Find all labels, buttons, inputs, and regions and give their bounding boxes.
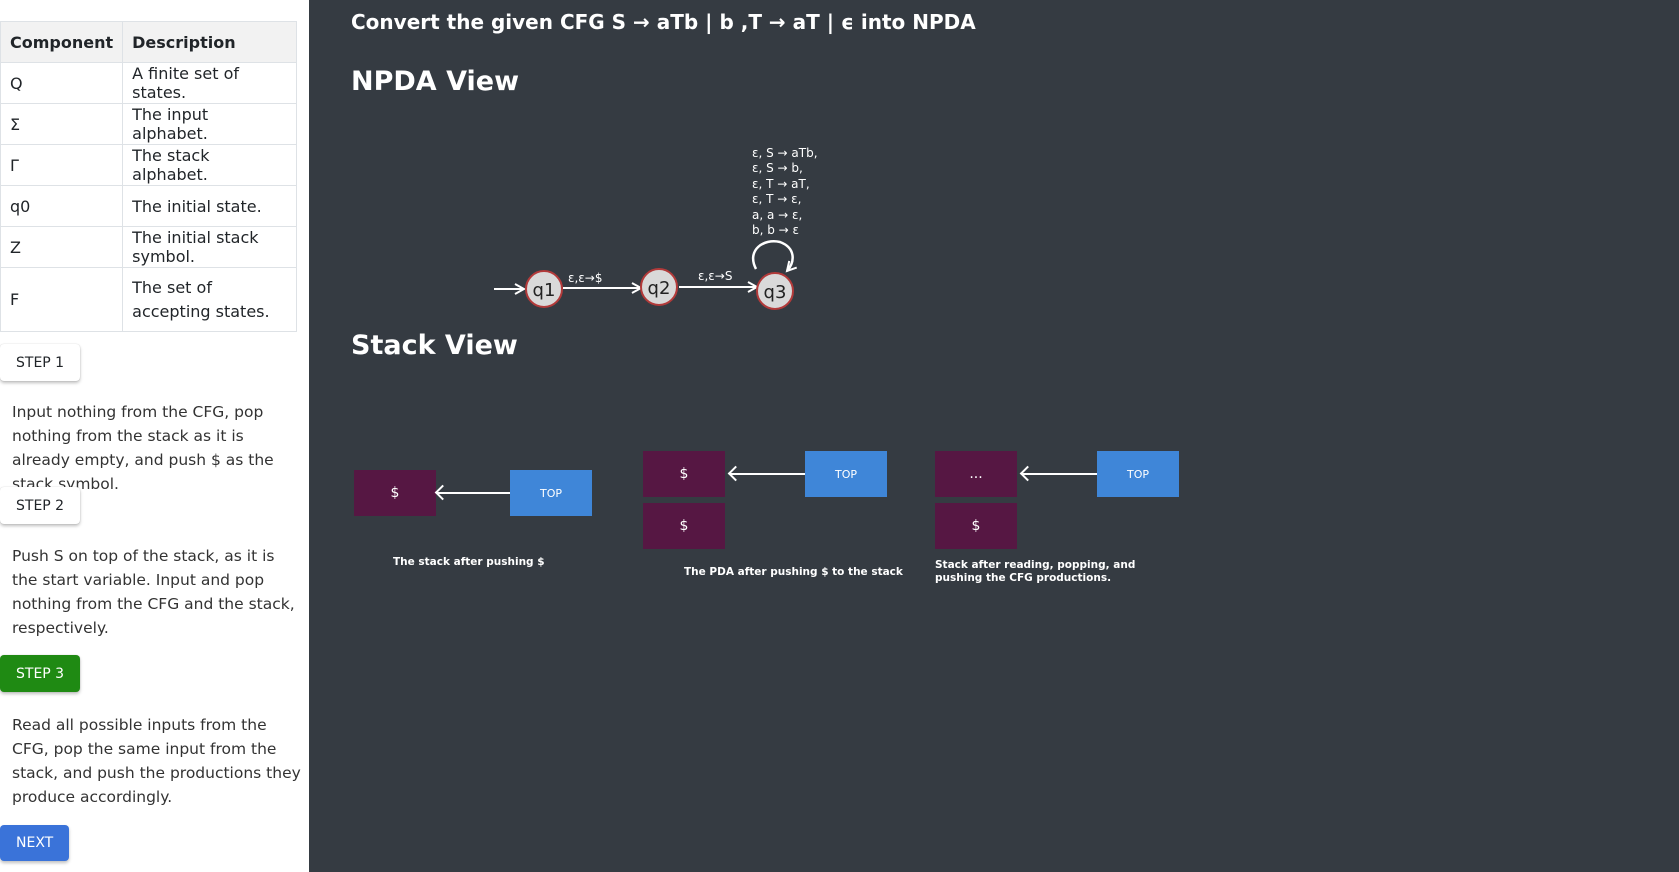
stack-caption: The stack after pushing $ — [393, 556, 545, 568]
state-q3-label: q3 — [764, 282, 787, 303]
top-pointer-arrow — [436, 492, 510, 494]
description-cell: A finite set of states. — [122, 62, 297, 104]
components-table: Component Description Q A finite set of … — [0, 21, 297, 332]
step-3-description: Read all possible inputs from the CFG, p… — [12, 716, 301, 806]
step-2-description: Push S on top of the stack, as it is the… — [12, 547, 295, 637]
state-q2-label: q2 — [648, 278, 671, 299]
step-2-button[interactable]: STEP 2 — [0, 487, 81, 524]
top-pointer-arrow — [729, 473, 805, 475]
table-row: Z The initial stack symbol. — [0, 226, 297, 268]
transition-q1-q2-label: ε,ε→$ — [568, 271, 602, 285]
loop-line: a, a → ε, — [752, 208, 802, 222]
top-pointer-arrow — [1021, 473, 1097, 475]
component-cell: Q — [0, 62, 124, 104]
component-cell: Γ — [0, 144, 124, 186]
stack-view-heading: Stack View — [351, 330, 518, 361]
step-1-description: Input nothing from the CFG, pop nothing … — [12, 403, 274, 493]
table-row: Σ The input alphabet. — [0, 103, 297, 145]
npda-view-heading: NPDA View — [351, 66, 520, 97]
top-label-box: TOP — [510, 470, 592, 516]
self-loop-arrow — [752, 239, 793, 271]
loop-line: ε, T → ε, — [752, 192, 801, 206]
table-row: q0 The initial state. — [0, 185, 297, 227]
stack-cell: $ — [354, 470, 436, 516]
stack-cell: $ — [643, 503, 725, 549]
stack-caption: The PDA after pushing $ to the stack — [684, 566, 903, 578]
description-cell: The set of accepting states. — [122, 267, 297, 332]
transition-q2-q3-label: ε,ε→S — [698, 269, 732, 283]
loop-line: ε, S → aTb, — [752, 146, 818, 160]
stack-cell: ... — [935, 451, 1017, 497]
main-panel: Convert the given CFG S → aTb | b ,T → a… — [309, 0, 1679, 872]
top-label-box: TOP — [805, 451, 887, 497]
loop-line: ε, T → aT, — [752, 177, 810, 191]
column-header-component: Component — [0, 21, 124, 63]
description-cell: The input alphabet. — [122, 103, 297, 145]
table-row: Γ The stack alphabet. — [0, 144, 297, 186]
table-header-row: Component Description — [0, 21, 297, 63]
top-label-box: TOP — [1097, 451, 1179, 497]
component-cell: Z — [0, 226, 124, 268]
component-cell: Σ — [0, 103, 124, 145]
stack-cell: $ — [935, 503, 1017, 549]
table-row: Q A finite set of states. — [0, 62, 297, 104]
column-header-description: Description — [122, 21, 297, 63]
step-3-button[interactable]: STEP 3 — [0, 655, 81, 692]
state-q2: q2 — [640, 268, 678, 306]
table-row: F The set of accepting states. — [0, 267, 297, 332]
loop-label: ε, S → aTb, ε, S → b, ε, T → aT, ε, T → … — [752, 146, 821, 237]
loop-line: ε, S → b, — [752, 161, 803, 175]
stack-cell: $ — [643, 451, 725, 497]
next-button[interactable]: NEXT — [0, 825, 70, 861]
component-cell: F — [0, 267, 124, 332]
stack-caption: Stack after reading, popping, and pushin… — [935, 559, 1136, 584]
description-cell: The stack alphabet. — [122, 144, 297, 186]
state-q1: q1 — [525, 270, 563, 308]
npda-diagram: ε, S → aTb, ε, S → b, ε, T → aT, ε, T → … — [494, 146, 821, 310]
sidebar: Component Description Q A finite set of … — [0, 0, 309, 872]
description-cell: The initial state. — [122, 185, 297, 227]
loop-line: b, b → ε — [752, 223, 799, 237]
step-1-button[interactable]: STEP 1 — [0, 344, 81, 381]
state-q1-label: q1 — [533, 280, 556, 301]
description-cell: The initial stack symbol. — [122, 226, 297, 268]
component-cell: q0 — [0, 185, 124, 227]
page-title: Convert the given CFG S → aTb | b ,T → a… — [351, 10, 976, 34]
state-q3: q3 — [756, 272, 794, 310]
